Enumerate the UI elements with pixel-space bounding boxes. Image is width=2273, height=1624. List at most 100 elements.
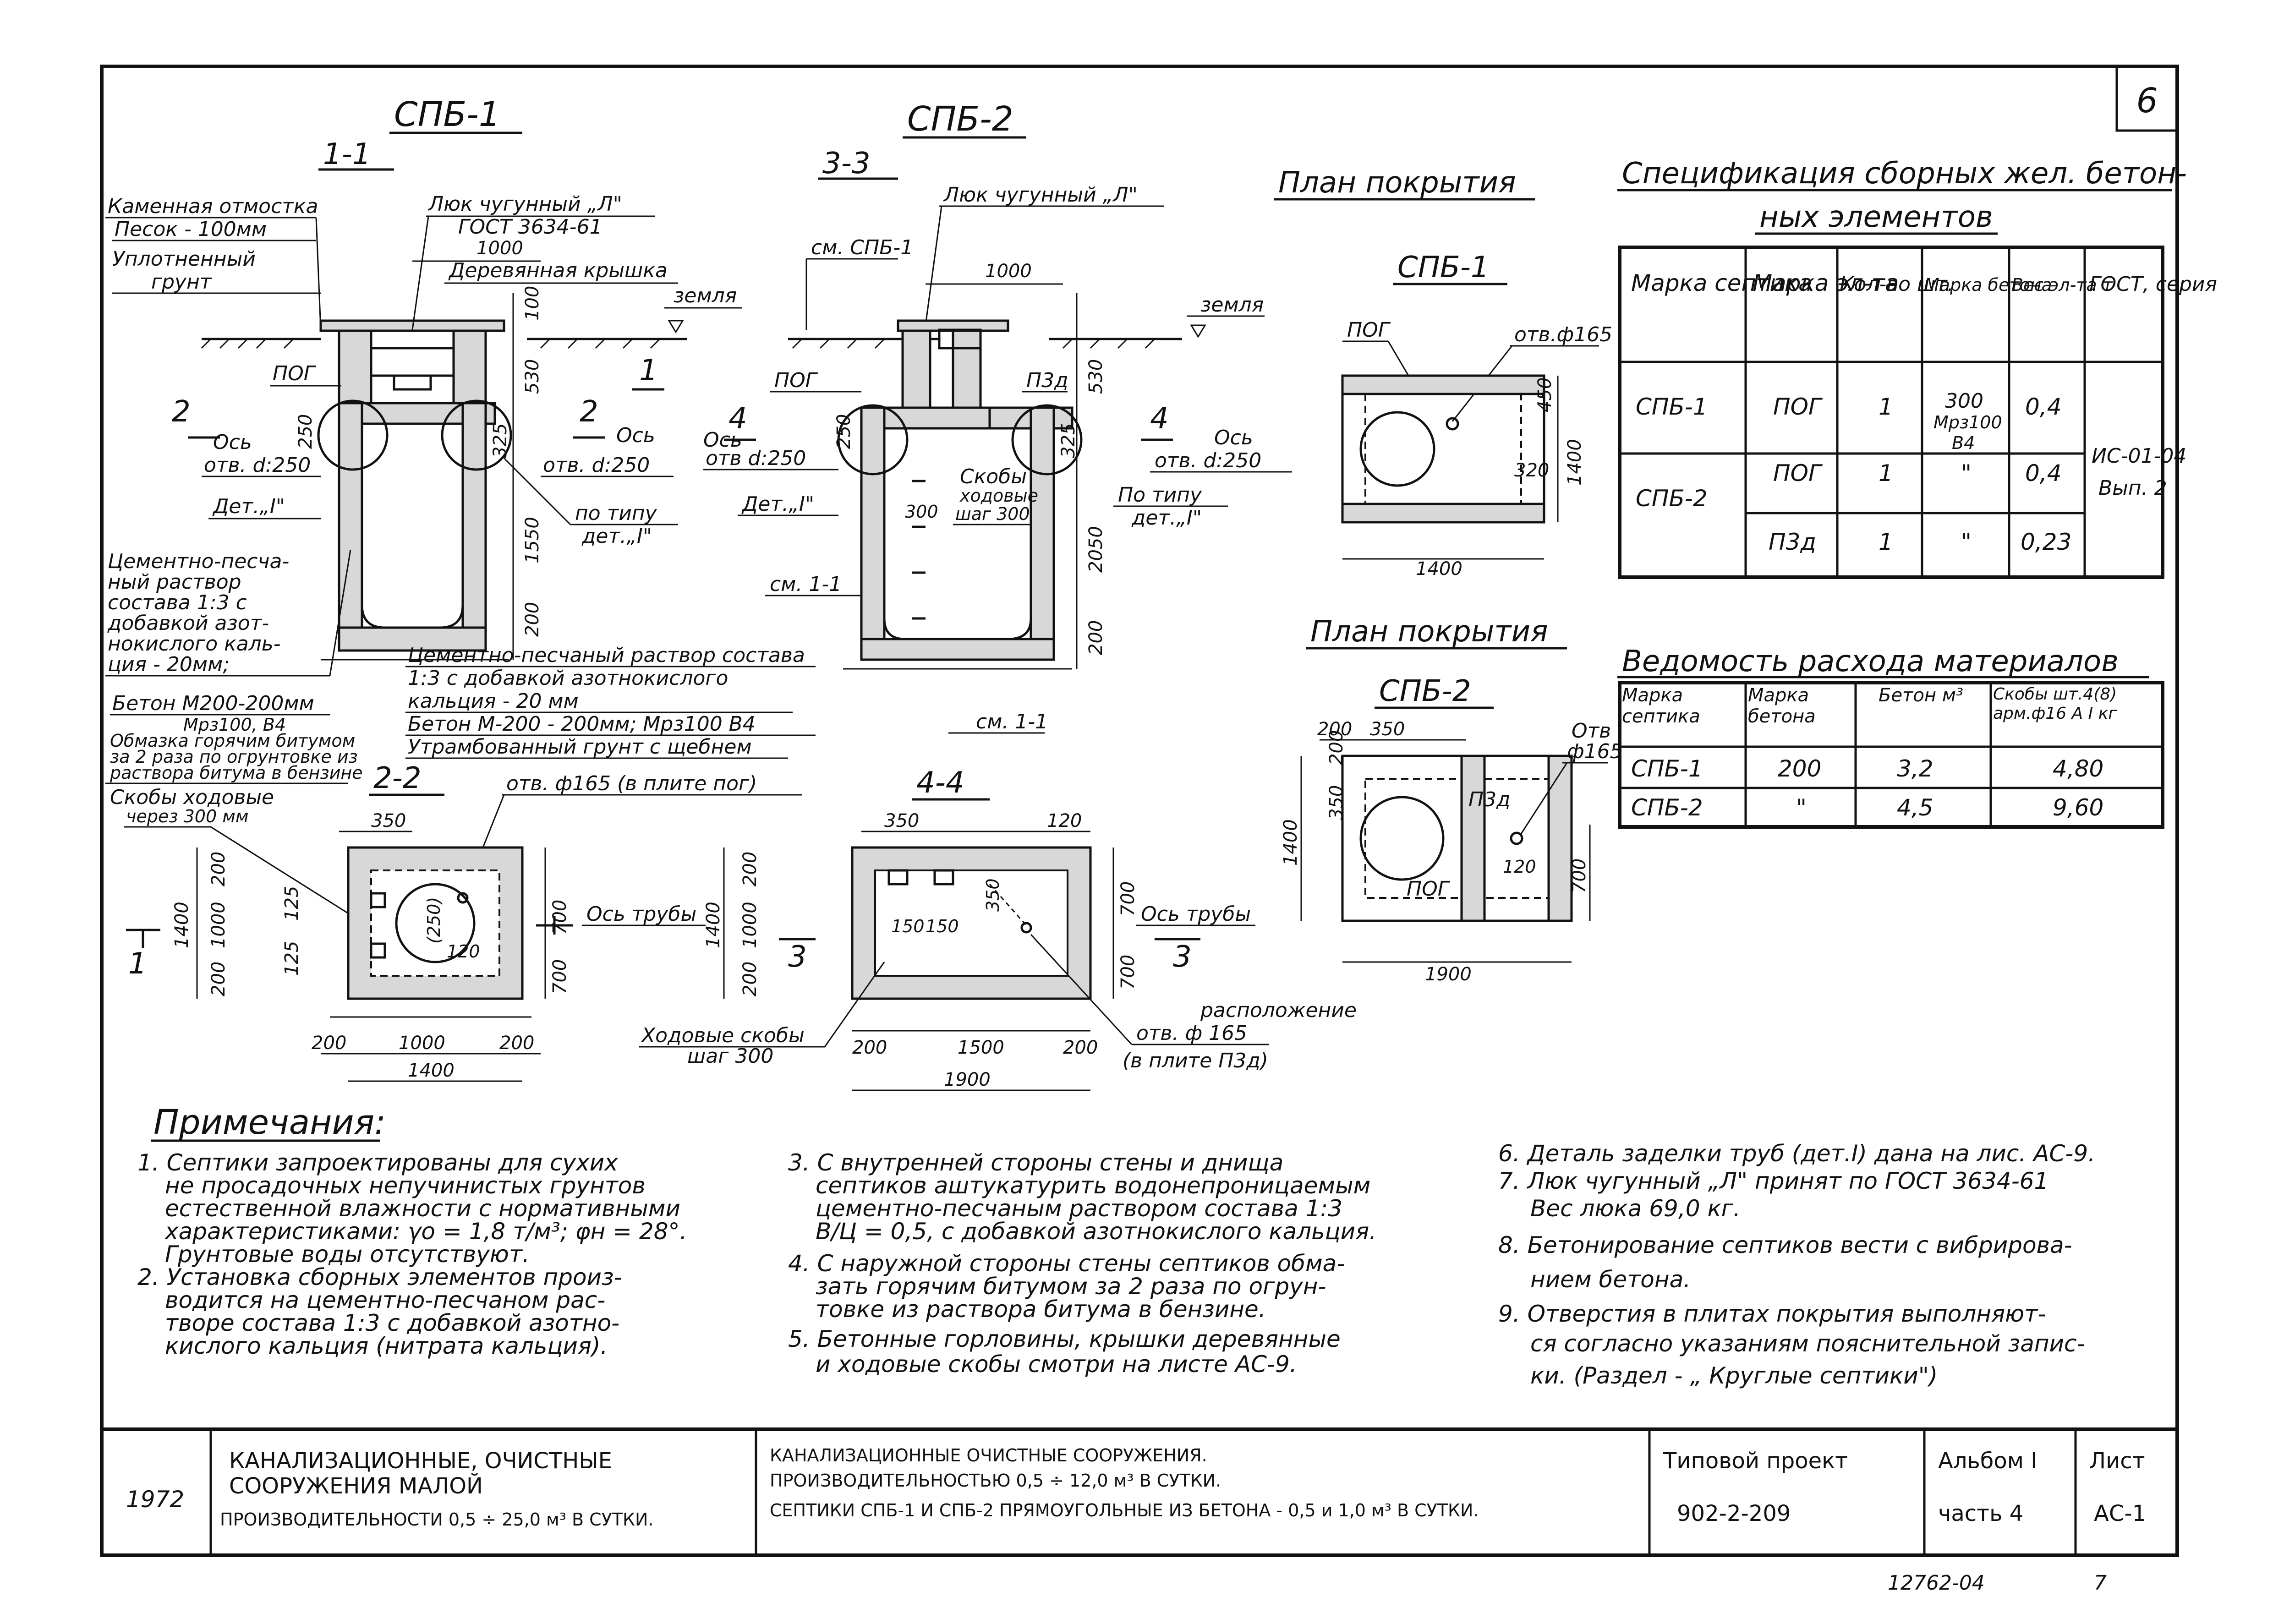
spec-h-0: Марка септика (1631, 270, 1813, 296)
sheet-frame (100, 65, 2179, 1557)
label-soil-2: грунт (151, 270, 212, 294)
label-rungs-2-2b: через 300 мм (126, 806, 249, 826)
note-c2-5: зать горячим битумом за 2 раза по огрун- (816, 1273, 1326, 1300)
label-by-type-2b: дет.„I" (1131, 506, 1202, 530)
label-mortar-2: ный раствор (108, 570, 241, 594)
label-mortar-mid-4: Бетон М-200 - 200мм; Мрз100 В4 (408, 712, 756, 736)
dim-2-2-200a: 200 (208, 852, 229, 886)
note-c2-1: септиков аштукатурить водонепроницаемым (816, 1172, 1370, 1199)
section-3-3-title: СПБ-2 (907, 99, 1013, 139)
spec-r1-qty: 1 (1879, 460, 1893, 487)
plan-2-subtitle: СПБ-2 (1379, 674, 1471, 708)
dim-4-4-200b: 200 (739, 962, 761, 996)
cut-4-4-left: 3 (788, 940, 807, 974)
title-desc-1: КАНАЛИЗАЦИОННЫЕ ОЧИСТНЫЕ СООРУЖЕНИЯ. (770, 1445, 1207, 1465)
spec-r0-tank: СПБ-1 (1636, 394, 1708, 420)
section-3-3-mark: 3-3 (822, 147, 871, 180)
plan-2-dim-1400v: 1400 (1280, 819, 1301, 866)
dim-2-2-1000v: 1000 (208, 902, 229, 948)
note-c3-6: ся согласно указаниям пояснительной запи… (1530, 1330, 2085, 1357)
spec-r0-c1: 300 (1945, 389, 1983, 413)
dim-530-2: 530 (1085, 359, 1106, 394)
plan-2-dim-350v: 350 (1326, 785, 1347, 820)
spec-h-4: Вес эл-та т (2011, 275, 2114, 295)
dim-100: 100 (522, 286, 543, 321)
materials-title: Ведомость расхода материалов (1622, 645, 2119, 678)
note-c3-0: 6. Деталь заделки труб (дет.I) дана на л… (1498, 1140, 2095, 1167)
dim-4-4-1500: 1500 (958, 1037, 1004, 1058)
spec-h-3: Марка бетона (1924, 275, 2052, 295)
note-c1-4: Грунтовые воды отсутствуют. (165, 1241, 530, 1268)
cut-top: 1 (639, 354, 658, 388)
note-c3-1: 7. Люк чугунный „Л" принят по ГОСТ 3634-… (1498, 1168, 2048, 1194)
section-1-1-title: СПБ-1 (394, 95, 500, 134)
dim-2-2-200d: 200 (499, 1033, 534, 1054)
note-c3-7: ки. (Раздел - „ Круглые септики") (1530, 1362, 1938, 1389)
label-mortar-4: добавкой азот- (107, 612, 269, 635)
title-year: 1972 (126, 1486, 184, 1513)
spec-r1-w: 0,4 (2025, 460, 2062, 487)
plan-1-title: План покрытия (1278, 166, 1516, 200)
label-mortar-mid-5: Утрамбованный грунт с щебнем (408, 735, 752, 759)
label-location-1: расположение (1200, 999, 1357, 1022)
materials-h-3: Скобы шт.4(8) арм.ф16 А I кг (1993, 685, 2117, 723)
dim-2-2-350: 350 (371, 810, 406, 831)
label-mortar-5: нокислого каль- (108, 632, 281, 656)
plan-2-slab-1: ПОГ (1407, 877, 1451, 901)
plan-1-dim-320: 320 (1514, 460, 1549, 481)
note-c2-3: В/Ц = 0,5, с добавкой азотнокислого каль… (816, 1218, 1376, 1245)
label-soil-1: Уплотненный (112, 247, 256, 271)
notes: Примечания: 1. Септики запроектированы д… (137, 1103, 2095, 1389)
dim-2-2-1400h: 1400 (408, 1060, 455, 1081)
plan-1-dim-1400v: 1400 (1564, 439, 1585, 486)
label-mortar-6: ция - 20мм; (108, 653, 230, 676)
dim-325: 325 (490, 423, 511, 458)
plan-1-slab: ПОГ (1347, 318, 1391, 342)
section-4-4-mark: 4-4 (916, 766, 964, 800)
dim-2-2-200c: 200 (312, 1033, 346, 1054)
label-mortar-mid-2: 1:3 с добавкой азотнокислого (408, 667, 728, 690)
spec-table: Спецификация сборных жел. бетон- ных эле… (1617, 157, 2217, 579)
dim-4-4-350v: 350 (983, 878, 1003, 912)
plan-2-slab-2: П3д (1468, 788, 1511, 811)
sheet-number: 6 (2136, 81, 2158, 120)
materials-r0-2: 3,2 (1897, 755, 1933, 782)
dim-2-2-125b: 125 (281, 941, 302, 976)
label-coat-1: Обмазка горячим битумом (110, 731, 355, 751)
cut-4-4-right: 3 (1173, 940, 1192, 974)
label-rungs-1: Скобы (960, 465, 1027, 488)
note-c1-5: 2. Установка сборных элементов произ- (137, 1264, 622, 1290)
spec-r0-c3: В4 (1952, 433, 1975, 453)
label-by-type-2: дет.„I" (581, 525, 652, 548)
dim-4-4-1400v: 1400 (703, 902, 724, 948)
dim-2-2-125a: 125 (281, 886, 302, 921)
label-slab: ПОГ (273, 362, 317, 385)
dim-4-4-1900: 1900 (944, 1069, 991, 1090)
label-coat-2: за 2 раза по огрунтовке из (110, 747, 358, 767)
plan-1-dim-1400h: 1400 (1416, 558, 1462, 580)
spec-r0-c2: Мрз100 (1933, 412, 2002, 432)
plan-2-hole-2: ф165 (1567, 740, 1623, 763)
dim-2-2-1000h: 1000 (399, 1033, 445, 1054)
label-detail-2: Дет.„I" (741, 492, 814, 516)
label-mortar-3: состава 1:3 с (108, 591, 247, 614)
label-by-type-1: по типу (575, 502, 657, 525)
dim-200: 200 (522, 602, 543, 637)
plan-2-dim-120: 120 (1503, 857, 1536, 877)
note-c2-7: 5. Бетонные горловины, крышки деревянные (788, 1326, 1341, 1352)
dim-200-2: 200 (1085, 620, 1106, 655)
label-location-3: (в плите П3д) (1123, 1049, 1268, 1072)
title-project-label: Типовой проект (1663, 1448, 1848, 1474)
note-c3-3: 8. Бетонирование септиков вести с вибрир… (1498, 1232, 2072, 1258)
label-hatch: Люк чугунный „Л" (427, 192, 622, 216)
label-rungs-2-2a: Скобы ходовые (110, 786, 274, 809)
plan-2-dim-1900: 1900 (1425, 964, 1472, 985)
label-cover: Деревянная крышка (448, 259, 668, 282)
cut-right: 2 (580, 395, 598, 429)
dim-2-2-120: 120 (447, 941, 480, 962)
spec-r1-tank: СПБ-2 (1636, 485, 1708, 512)
label-location-2: отв. ф 165 (1136, 1022, 1247, 1045)
label-detail: Дет.„I" (212, 495, 285, 518)
label-pavement: Каменная отмостка (108, 195, 318, 218)
